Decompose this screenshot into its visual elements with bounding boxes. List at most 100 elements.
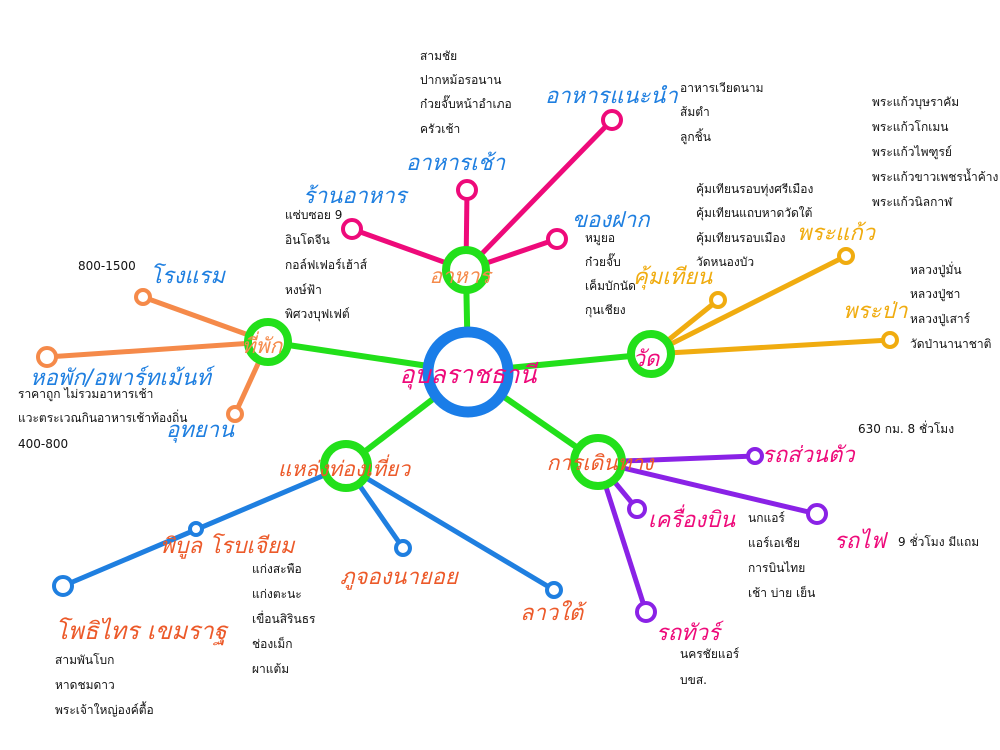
list-item: ช่องเม็ก <box>252 636 293 651</box>
prapa-node[interactable] <box>881 331 899 349</box>
list-item: นกแอร์ <box>748 511 785 525</box>
list-item: หาดชมดาว <box>55 678 115 692</box>
prapa-label: พระป่า <box>843 299 908 324</box>
nodes <box>36 109 899 623</box>
breakfast-list: สามชัย ปากหม้อรอนาน ก๋วยจั๊บหน้าอำเภอ คร… <box>420 49 512 136</box>
attractions-label: แหล่งท่องเที่ยว <box>278 454 412 481</box>
car-distance-note: 630 กม. 8 ชั่วโมง <box>858 420 954 436</box>
hotel-node[interactable] <box>134 288 152 306</box>
temples-label: วัด <box>633 347 661 372</box>
list-item: แซ่บซอย 9 <box>285 208 342 222</box>
link-temples-prapa <box>650 337 891 357</box>
list-item: พระแก้วไพฑูรย์ <box>872 145 952 160</box>
list-item: เขื่อนสิรินธร <box>252 610 316 626</box>
bus-label: รถทัวร์ <box>656 620 725 646</box>
recommended-label: อาหารแนะนำ <box>545 84 678 109</box>
bus-list: นครชัยแอร์ บขส. <box>680 647 740 687</box>
park-label: อุทยาน <box>166 418 235 443</box>
labels: อุบลราชธานี อาหาร วัด ที่พัก แหล่งท่องเท… <box>30 84 908 646</box>
phibun-list: แก่งสะพือ แก่งตะนะ เขื่อนสิรินธร ช่องเม็… <box>252 562 316 676</box>
list-item: สามชัย <box>420 49 457 63</box>
list-item: อินโดจีน <box>285 233 330 247</box>
list-item: ก๋วยจั๊บ <box>585 253 621 269</box>
link-temples-prakaew <box>649 253 848 357</box>
list-item: พระเจ้าใหญ่องค์ตื้อ <box>55 701 154 717</box>
list-item: สามพันโบก <box>55 653 114 667</box>
list-item: คุ้มเทียนแถบหาดวัดใต้ <box>696 206 812 221</box>
list-item: พระแก้วขาวเพชรน้ำค้าง <box>872 168 998 184</box>
list-item: หงษ์ฟ้า <box>285 283 322 297</box>
car-label: รถส่วนตัว <box>762 443 856 468</box>
list-item: นครชัยแอร์ <box>680 647 740 661</box>
list-item: พระแก้วบุษราคัม <box>872 95 959 110</box>
list-item: พิศวงบุฟเฟต์ <box>285 307 350 322</box>
souvenirs-node[interactable] <box>546 228 568 250</box>
apartment-list: ราคาถูก ไม่รวมอาหารเช้า แวะตระเวณกินอาหา… <box>18 387 188 451</box>
phu-node[interactable] <box>394 539 412 557</box>
train-node[interactable] <box>806 503 828 525</box>
list-item: ครัวเช้า <box>420 122 460 136</box>
prakaew-node[interactable] <box>837 247 855 265</box>
phothi-label: โพธิไทร เขมราฐ <box>55 617 230 646</box>
train-duration-note: 9 ชั่วโมง มีแถม <box>898 533 979 549</box>
phu-label: ภูจองนายอย <box>340 565 460 590</box>
khum-node[interactable] <box>709 291 727 309</box>
restaurants-list: แซ่บซอย 9 อินโดจีน กอล์ฟเฟอร์เฮ้าส์ หงษ์… <box>285 208 368 322</box>
car-node[interactable] <box>746 447 764 465</box>
list-item: อาหารเวียดนาม <box>680 81 764 95</box>
plane-list: นกแอร์ แอร์เอเชีย การบินไทย เช้า บ่าย เย… <box>748 511 815 600</box>
apartment-node[interactable] <box>36 346 58 368</box>
lodging-node[interactable] <box>244 318 292 366</box>
train-label: รถไฟ <box>834 528 888 554</box>
list-item: ราคาถูก ไม่รวมอาหารเช้า <box>18 387 153 402</box>
travel-node[interactable] <box>570 434 626 490</box>
list-item: คุ้มเทียนรอบทุ่งศรีเมือง <box>696 182 813 197</box>
prapa-list: หลวงปู่มั่น หลวงปู่ชา หลวงปู่เสาร์ วัดป่… <box>910 261 991 351</box>
link-lodging-apartment <box>46 339 269 360</box>
list-item: แก่งสะพือ <box>252 562 302 576</box>
list-item: ก๋วยจั๊บหน้าอำเภอ <box>420 95 512 111</box>
phibun-label: พิบูล โรบเจียม <box>160 533 296 559</box>
attractions-node[interactable] <box>320 440 372 492</box>
khum-list: คุ้มเทียนรอบทุ่งศรีเมือง คุ้มเทียนแถบหาด… <box>696 182 813 269</box>
list-item: เค็มบักนัด <box>585 278 636 293</box>
souvenirs-list: หมูยอ ก๋วยจั๊บ เค็มบักนัด กุนเชียง <box>585 231 636 318</box>
lao-label: ลาวใต้ <box>520 600 587 626</box>
restaurants-label: ร้านอาหาร <box>303 184 410 209</box>
plane-node[interactable] <box>627 499 647 519</box>
list-item: หลวงปู่ชา <box>910 287 960 302</box>
food-node[interactable] <box>442 246 490 294</box>
food-label: อาหาร <box>429 264 493 288</box>
park-node[interactable] <box>226 405 244 423</box>
lao-node[interactable] <box>545 581 563 599</box>
list-item: แอร์เอเชีย <box>748 536 800 550</box>
list-item: ปากหม้อรอนาน <box>420 73 501 87</box>
list-item: เช้า บ่าย เย็น <box>748 585 815 600</box>
recommended-list: อาหารเวียดนาม ส้มตำ ลูกชิ้น <box>680 81 764 145</box>
bus-node[interactable] <box>635 601 657 623</box>
center-node[interactable] <box>422 326 514 418</box>
hotel-price-note: 800-1500 <box>78 259 136 273</box>
travel-label: การเดินทาง <box>547 451 656 475</box>
khum-label: คุ้มเทียน <box>633 265 713 290</box>
list-item: ส้มตำ <box>680 105 710 119</box>
list-item: วัดหนองบัว <box>696 255 754 269</box>
phothi-list: สามพันโบก หาดชมดาว พระเจ้าใหญ่องค์ตื้อ <box>55 653 154 717</box>
recommended-node[interactable] <box>601 109 623 131</box>
list-item: กุนเชียง <box>585 303 626 318</box>
list-item: 400-800 <box>18 437 68 451</box>
list-item: กอล์ฟเฟอร์เฮ้าส์ <box>285 258 368 272</box>
temples-node[interactable] <box>627 330 675 378</box>
phibun-node[interactable] <box>188 521 204 537</box>
list-item: บขส. <box>680 673 707 687</box>
link-attractions-phothi <box>62 463 347 589</box>
breakfast-node[interactable] <box>456 179 478 201</box>
notes: สามชัย ปากหม้อรอนาน ก๋วยจั๊บหน้าอำเภอ คร… <box>18 49 998 717</box>
list-item: แก่งตะนะ <box>252 587 302 601</box>
prakaew-label: พระแก้ว <box>797 221 877 246</box>
list-item: วัดป่านานาชาติ <box>910 337 991 351</box>
center-label: อุบลราชธานี <box>399 360 539 390</box>
restaurants-node[interactable] <box>341 218 363 240</box>
phothi-node[interactable] <box>52 575 74 597</box>
